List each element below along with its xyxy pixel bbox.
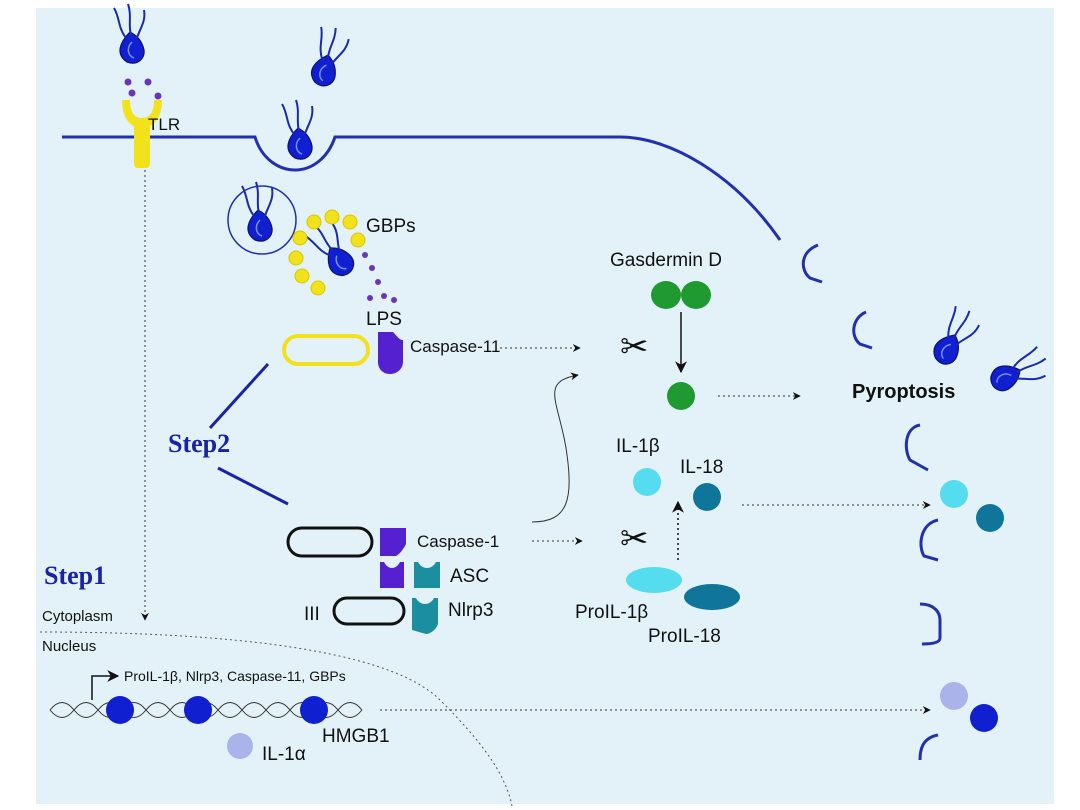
caspase11-sensor xyxy=(282,334,370,366)
caspase1-shape xyxy=(380,528,406,556)
lps-dots-tlr xyxy=(124,78,162,100)
ticks-marker: III xyxy=(304,604,320,625)
pyroptosis-label: Pyroptosis xyxy=(852,381,955,403)
gasdermin-n-fragment xyxy=(667,382,695,410)
genes-label: ProIL-1β, Nlrp3, Caspase-11, GBPs xyxy=(124,668,346,684)
gasdermin-d-dimer-right xyxy=(681,281,711,309)
lps-dots xyxy=(362,252,397,303)
membrane-fragments xyxy=(801,243,942,761)
proil18-label: ProIL-18 xyxy=(648,626,721,647)
il1a-label: IL-1α xyxy=(262,744,306,765)
caspase1-to-gasdermin-arrow xyxy=(531,372,579,523)
step1-label: Step1 xyxy=(44,561,106,590)
gbps-label: GBPs xyxy=(366,216,416,237)
asc-label: ASC xyxy=(450,566,489,587)
nucleus-boundary xyxy=(39,631,513,807)
proil18-shape xyxy=(684,584,740,610)
asc-shape-right xyxy=(414,562,440,588)
gasdermin-d-dimer-left xyxy=(651,281,681,309)
il18-label: IL-18 xyxy=(680,457,723,478)
tlr-receptor xyxy=(122,100,162,168)
cytoplasm-label: Cytoplasm xyxy=(42,608,113,625)
caspase1-label: Caspase-1 xyxy=(417,532,499,551)
gbps-particles xyxy=(288,209,366,296)
transcription-start-arrow xyxy=(91,670,120,700)
released-il18 xyxy=(976,504,1004,532)
step2-line-upper xyxy=(208,362,270,430)
proil1b-label: ProIL-1β xyxy=(575,602,648,623)
scissors-icon: ✂ xyxy=(620,328,649,366)
plasma-membrane xyxy=(62,135,782,241)
caspase11-shape xyxy=(378,332,403,374)
il1b-mature xyxy=(633,468,661,496)
il1a-shape xyxy=(227,733,253,759)
il1b-label: IL-1β xyxy=(616,436,660,457)
step2-label: Step2 xyxy=(168,429,230,458)
nucleosomes xyxy=(106,696,328,724)
asc-shape-left xyxy=(380,562,404,588)
released-hmgb1 xyxy=(970,704,998,732)
scissors-icon: ✂ xyxy=(620,520,649,558)
vacuole-membrane xyxy=(227,185,297,255)
released-il1a xyxy=(940,682,968,710)
nlrp3-label: Nlrp3 xyxy=(448,600,493,621)
tlr-label: TLR xyxy=(148,115,180,134)
il18-mature xyxy=(693,483,721,511)
asc-notch xyxy=(418,562,436,568)
proil1b-shape xyxy=(626,567,682,593)
gasdermin-label: Gasdermin D xyxy=(610,250,722,271)
nlrp3-sensor xyxy=(332,596,406,626)
cell-background xyxy=(36,8,1054,804)
lps-label: LPS xyxy=(366,309,402,330)
caspase11-label: Caspase-11 xyxy=(410,337,500,356)
nlrp3-notch xyxy=(416,598,434,604)
caspase1-sensor xyxy=(286,526,374,558)
step2-line-lower xyxy=(217,466,289,506)
hmgb1-label: HMGB1 xyxy=(322,726,390,747)
nlrp3-shape xyxy=(412,598,438,634)
released-il1b xyxy=(940,480,968,508)
nucleus-label: Nucleus xyxy=(42,638,96,655)
